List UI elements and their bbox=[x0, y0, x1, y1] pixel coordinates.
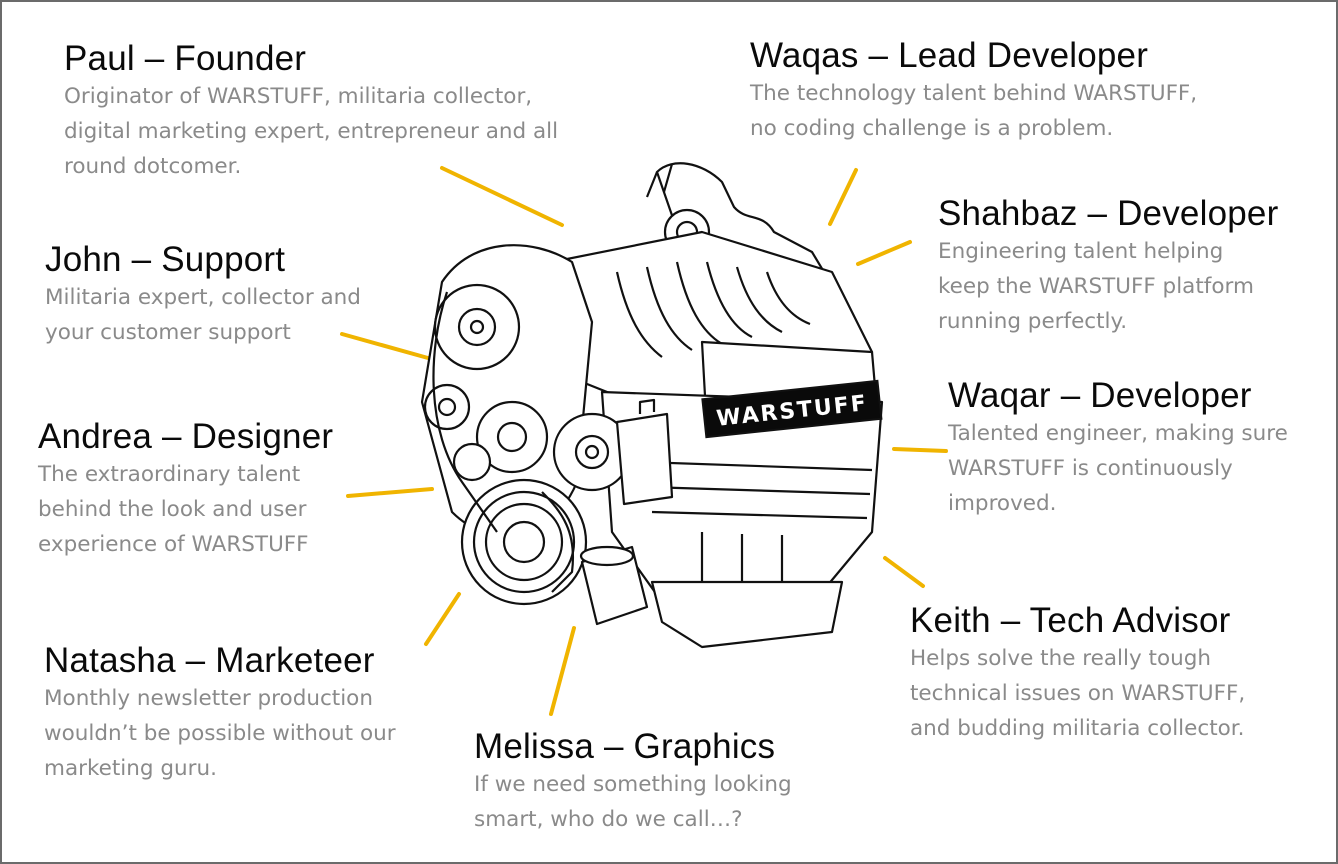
member-name: Andrea – Designer bbox=[38, 417, 334, 456]
member-desc-line: WARSTUFF is continuously bbox=[948, 456, 1233, 481]
member-desc-line: Helps solve the really tough bbox=[910, 646, 1212, 671]
member-name: Waqar – Developer bbox=[948, 376, 1252, 415]
engine-icon: WARSTUFF bbox=[420, 162, 884, 649]
leader-line-shahbaz bbox=[856, 240, 912, 266]
member-desc-line: marketing guru. bbox=[44, 756, 217, 781]
member-name: Keith – Tech Advisor bbox=[910, 601, 1231, 640]
leader-line-keith bbox=[883, 556, 925, 588]
member-desc-line: Engineering talent helping bbox=[938, 239, 1224, 264]
leader-line-waqas bbox=[828, 168, 858, 226]
leader-line-melissa bbox=[549, 626, 576, 716]
member-natasha: Natasha – Marketeer Monthly newsletter p… bbox=[44, 641, 396, 786]
member-desc-line: your customer support bbox=[45, 320, 291, 345]
member-waqas: Waqas – Lead Developer The technology ta… bbox=[750, 36, 1197, 146]
member-desc-line: Monthly newsletter production bbox=[44, 686, 373, 711]
leader-line-paul bbox=[440, 166, 564, 227]
member-desc-line: Originator of WARSTUFF, militaria collec… bbox=[64, 84, 533, 109]
member-desc-line: and budding militaria collector. bbox=[910, 716, 1245, 741]
member-desc-line: Militaria expert, collector and bbox=[45, 285, 361, 310]
member-name: Natasha – Marketeer bbox=[44, 641, 375, 680]
member-desc-line: technical issues on WARSTUFF, bbox=[910, 681, 1246, 706]
member-desc-line: digital marketing expert, entrepreneur a… bbox=[64, 119, 559, 144]
member-melissa: Melissa – Graphics If we need something … bbox=[474, 727, 792, 837]
member-desc-line: If we need something looking bbox=[474, 772, 792, 797]
member-waqar: Waqar – Developer Talented engineer, mak… bbox=[948, 376, 1288, 521]
member-desc-line: experience of WARSTUFF bbox=[38, 532, 309, 557]
member-john: John – Support Militaria expert, collect… bbox=[45, 240, 361, 350]
member-andrea: Andrea – Designer The extraordinary tale… bbox=[38, 417, 333, 562]
member-desc-line: wouldn’t be possible without our bbox=[44, 721, 396, 746]
member-desc-line: round dotcomer. bbox=[64, 154, 242, 179]
member-desc-line: The technology talent behind WARSTUFF, bbox=[750, 81, 1198, 106]
member-desc-line: behind the look and user bbox=[38, 497, 307, 522]
leader-line-waqar bbox=[892, 447, 948, 453]
member-name: John – Support bbox=[45, 240, 286, 279]
leader-line-andrea bbox=[346, 487, 434, 498]
member-desc-line: running perfectly. bbox=[938, 309, 1128, 334]
member-desc-line: smart, who do we call…? bbox=[474, 807, 743, 832]
member-name: Melissa – Graphics bbox=[474, 727, 776, 766]
member-desc-line: Talented engineer, making sure bbox=[948, 421, 1288, 446]
member-desc-line: no coding challenge is a problem. bbox=[750, 116, 1114, 141]
member-name: Shahbaz – Developer bbox=[938, 194, 1279, 233]
member-name: Paul – Founder bbox=[64, 39, 307, 78]
member-desc-line: keep the WARSTUFF platform bbox=[938, 274, 1254, 299]
member-shahbaz: Shahbaz – Developer Engineering talent h… bbox=[938, 194, 1278, 339]
member-desc-line: improved. bbox=[948, 491, 1057, 516]
member-desc-line: The extraordinary talent bbox=[38, 462, 301, 487]
leader-line-natasha bbox=[424, 592, 461, 646]
member-keith: Keith – Tech Advisor Helps solve the rea… bbox=[910, 601, 1245, 746]
member-name: Waqas – Lead Developer bbox=[750, 36, 1149, 75]
member-paul: Paul – Founder Originator of WARSTUFF, m… bbox=[64, 39, 558, 184]
leader-line-john bbox=[340, 332, 430, 360]
